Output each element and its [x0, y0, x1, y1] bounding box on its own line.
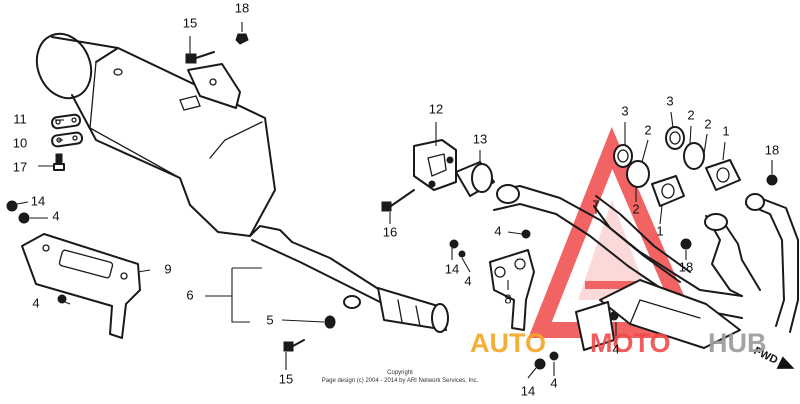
- callout-5: 5: [266, 312, 273, 327]
- callout-13: 13: [473, 131, 487, 146]
- callout-17: 17: [13, 159, 27, 174]
- callout-15b: 15: [279, 371, 293, 386]
- copyright-line-1: Copyright: [387, 370, 413, 376]
- callout-9: 9: [164, 261, 171, 276]
- callout-2a: 2: [644, 122, 651, 137]
- callout-4e: 4: [612, 341, 619, 356]
- fasteners-bottom-left: [283, 315, 336, 352]
- watermark-hub: HUB: [708, 328, 767, 358]
- copyright-notice: Copyright Page design (c) 2004 - 2014 by…: [322, 370, 479, 384]
- callout-14b: 14: [445, 261, 459, 276]
- callout-4a: 4: [52, 208, 59, 223]
- callout-8: 8: [504, 291, 511, 306]
- callout-4b: 4: [32, 295, 39, 310]
- leader-lines: [16, 22, 773, 379]
- callout-18a: 18: [235, 0, 249, 15]
- callout-10: 10: [13, 135, 27, 150]
- callout-16: 16: [383, 224, 397, 239]
- clamp-and-gasket: [381, 139, 495, 212]
- callout-12: 12: [429, 101, 443, 116]
- fasteners-top: [185, 33, 249, 64]
- heat-shield-plate: [21, 233, 141, 339]
- watermark-text: AUTO MOTO HUB: [470, 328, 767, 358]
- muffler: [35, 32, 449, 333]
- watermark-moto: MOTO: [590, 328, 671, 358]
- exhaust-header-pipes: [493, 142, 799, 349]
- flanges-gaskets: [613, 126, 778, 250]
- bracket-plates-left: [6, 113, 84, 224]
- callout-2c: 2: [704, 116, 711, 131]
- callout-4d: 4: [464, 273, 471, 288]
- callout-3a: 3: [621, 103, 628, 118]
- callout-14c: 14: [521, 383, 535, 398]
- callout-3b: 3: [666, 93, 673, 108]
- callout-7: 7: [592, 197, 599, 212]
- callout-2b: 2: [687, 107, 694, 122]
- copyright-line-2: Page design (c) 2004 - 2014 by ARI Netwo…: [322, 378, 479, 384]
- callout-14a: 14: [31, 193, 45, 208]
- callout-1b: 1: [656, 223, 663, 238]
- callout-11: 11: [13, 111, 27, 126]
- callout-2d: 2: [632, 201, 639, 216]
- mounting-bracket-8: [449, 229, 619, 370]
- callout-4c: 4: [494, 223, 501, 238]
- watermark-auto: AUTO: [470, 328, 546, 358]
- callout-18b: 18: [765, 142, 779, 157]
- callout-numbers: 15 18 11 10 17 14 4 9 4 6 5 15 12 13 16 …: [13, 0, 779, 398]
- callout-15a: 15: [183, 15, 197, 30]
- callout-1a: 1: [722, 123, 729, 138]
- callout-6: 6: [186, 287, 193, 302]
- callout-18c: 18: [679, 259, 693, 274]
- callout-4f: 4: [550, 375, 557, 390]
